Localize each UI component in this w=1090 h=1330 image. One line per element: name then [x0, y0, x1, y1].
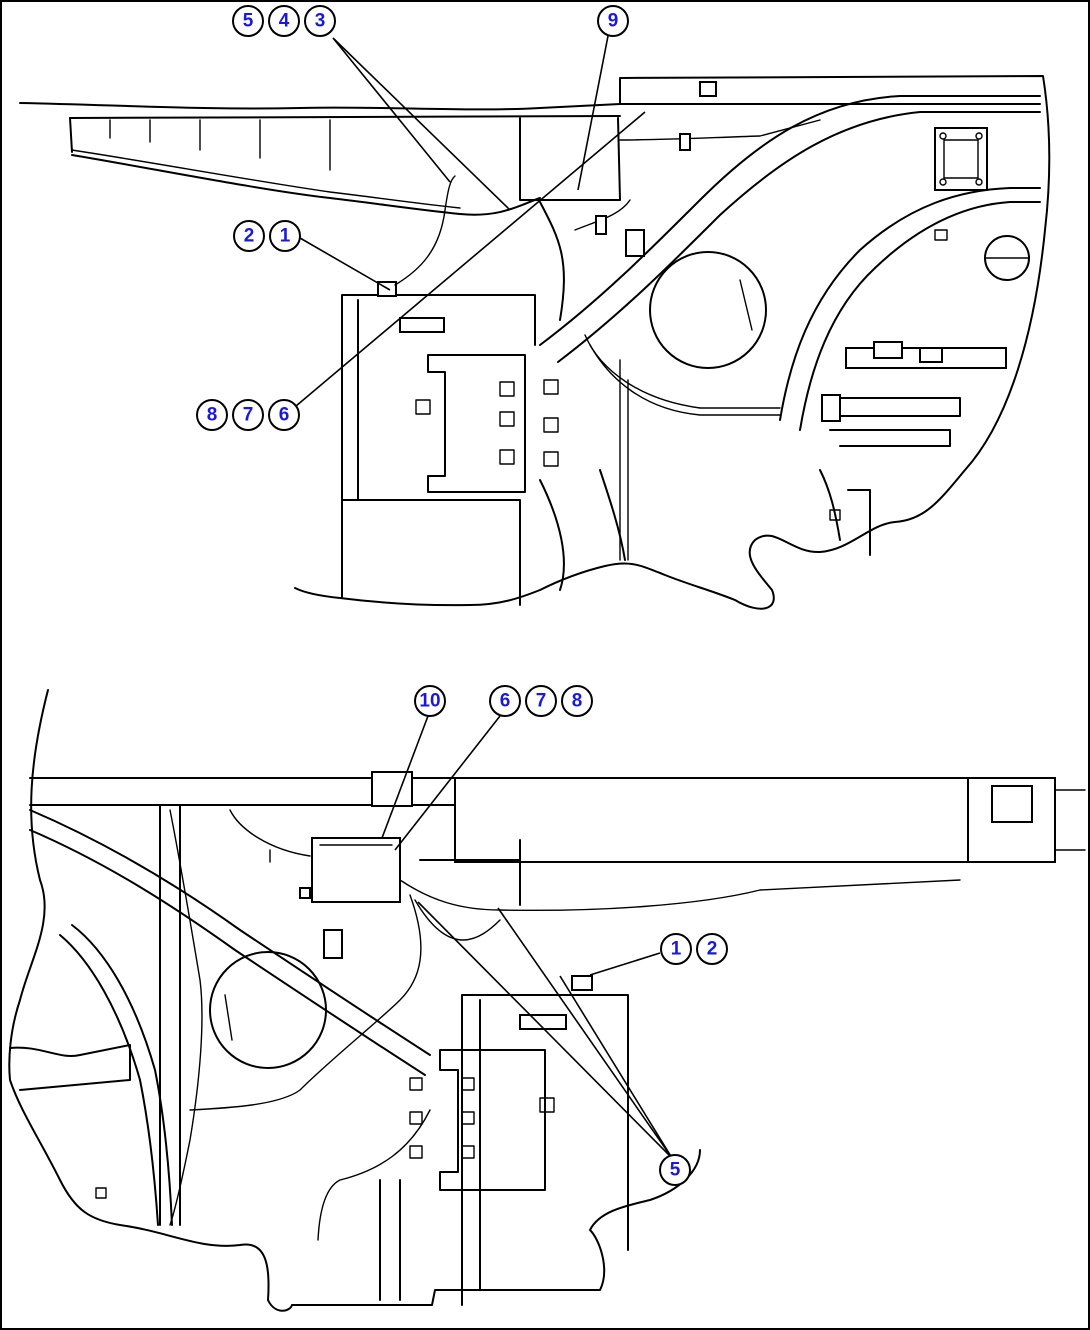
relay-box: [311, 837, 401, 903]
svg-text:10: 10: [419, 691, 440, 712]
svg-text:6: 6: [500, 691, 511, 712]
callout-1-top: 1: [269, 220, 301, 252]
callout-4-top: 4: [268, 5, 300, 37]
frame-beam: [454, 777, 1056, 863]
callout-8-top: 8: [196, 399, 228, 431]
callout-2-bottom: 2: [696, 933, 728, 965]
callout-7-bottom: 7: [525, 685, 557, 717]
callout-5-bottom: 5: [659, 1154, 691, 1186]
svg-text:9: 9: [608, 11, 619, 32]
svg-text:2: 2: [707, 939, 718, 960]
callout-7-top: 7: [232, 399, 264, 431]
callout-10-bottom: 10: [414, 685, 446, 717]
junction-box: [934, 127, 988, 191]
svg-text:5: 5: [243, 11, 254, 32]
svg-text:8: 8: [572, 691, 583, 712]
callout-8-bottom: 8: [561, 685, 593, 717]
svg-text:1: 1: [280, 226, 291, 247]
svg-text:5: 5: [670, 1160, 681, 1181]
svg-text:6: 6: [279, 405, 290, 426]
frame-hole: [649, 251, 767, 369]
callout-6-bottom: 6: [489, 685, 521, 717]
svg-text:1: 1: [671, 939, 682, 960]
bracket: [699, 81, 717, 97]
frame-hole-lower: [209, 951, 327, 1069]
callout-3-top: 3: [304, 5, 336, 37]
callout-5-top: 5: [232, 5, 264, 37]
svg-text:7: 7: [243, 405, 254, 426]
svg-text:2: 2: [244, 226, 255, 247]
callout-1-bottom: 1: [660, 933, 692, 965]
svg-text:8: 8: [207, 405, 218, 426]
bottom-view-leaders: [381, 715, 673, 1159]
callout-9-top: 9: [597, 5, 629, 37]
top-view-leaders: [295, 35, 646, 407]
svg-text:4: 4: [279, 11, 290, 32]
top-view-drawing: [19, 75, 1051, 610]
bottom-view-drawing: [8, 689, 1086, 1312]
callout-2-top: 2: [233, 220, 265, 252]
svg-text:3: 3: [315, 11, 326, 32]
callout-6-top: 6: [268, 399, 300, 431]
svg-text:7: 7: [536, 691, 547, 712]
